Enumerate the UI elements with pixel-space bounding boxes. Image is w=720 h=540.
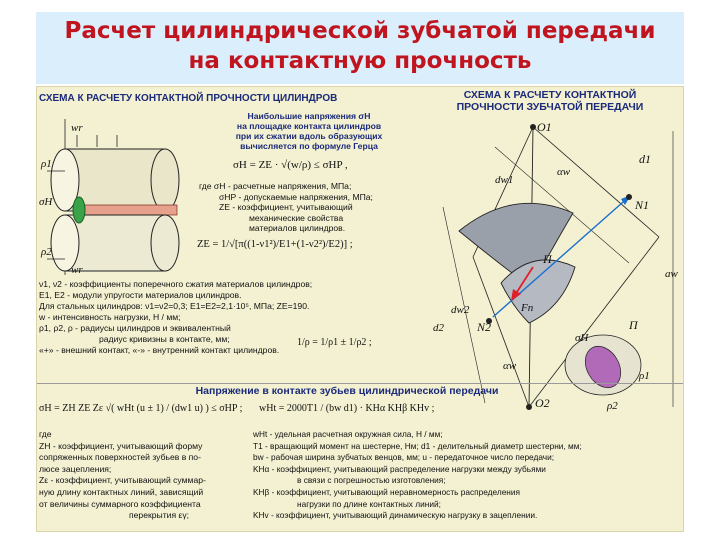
O1-label: O1 — [537, 120, 552, 134]
bottom-right-line: KHβ - коэффициент, учитывающий неравноме… — [253, 486, 521, 497]
cylinders-figure: ρ1 σH ρ2 wr wr — [39, 119, 180, 276]
alpha-w2-label: αw — [503, 360, 517, 372]
ze-formula: ZE = 1/√[π((1-ν1²)/E1+(1-ν2²)/E2)] ; — [197, 239, 353, 250]
bottom-left-line: Zε - коэффициент, учитывающий суммар- — [39, 475, 206, 486]
force-vector — [514, 266, 534, 296]
coef-line: w - интенсивность нагрузки, Н / мм; — [39, 312, 181, 322]
coef-line: радиус кривизны в контакте, мм; — [99, 334, 230, 344]
sigma-h-label: σH — [39, 196, 53, 208]
rho2-label: ρ2 — [40, 246, 52, 258]
title-line-2: на контактную прочность — [188, 48, 532, 74]
where-line: ZE - коэффициент, учитывающий — [219, 202, 353, 213]
detail-pitch-label: П — [628, 318, 639, 332]
hertz-formula: σH = ZE · √(w/ρ) ≤ σHP , — [233, 159, 348, 171]
N2-label: N2 — [476, 320, 491, 334]
bottom-left-line: от величины суммарного коэффициента — [39, 498, 201, 509]
detail-contact — [584, 345, 622, 389]
main-contact-formula: σH = ZH ZE Zε √( wHt (u ± 1) / (dw1 u) )… — [39, 403, 243, 414]
gear-mesh-figure: O1 O2 d1 dw1 dw2 d2 aw N1 N2 П Fn П ρ1 ρ… — [433, 120, 679, 412]
detail-rho2-label: ρ2 — [606, 400, 618, 412]
d1-label: d1 — [639, 152, 651, 166]
w-bottom-label: wr — [71, 264, 83, 276]
rho-formula: 1/ρ = 1/ρ1 ± 1/ρ2 ; — [297, 337, 372, 348]
left-panel-heading: СХЕМА К РАСЧЕТУ КОНТАКТНОЙ ПРОЧНОСТИ ЦИЛ… — [39, 93, 338, 104]
dw2-label: dw2 — [451, 304, 470, 316]
wht-formula: wHt = 2000T1 / (bw d1) · KHα KHβ KHv ; — [259, 403, 435, 414]
bottom-right-line: KHv - коэффициент, учитывающий динамичес… — [253, 510, 538, 521]
w-top-label: wr — [71, 122, 83, 134]
coef-line: ν1, ν2 - коэффициенты поперечного сжатия… — [39, 279, 313, 289]
bottom-right-line: bw - рабочая ширина зубчатых венцов, мм;… — [253, 452, 555, 463]
bottom-right-block: wHt - удельная расчетная окружная сила, … — [253, 429, 582, 522]
d2-label: d2 — [433, 322, 445, 334]
intro-line: при их сжатии вдоль образующих — [235, 131, 383, 141]
bottom-right-line: T1 - вращающий момент на шестерне, Нм; d… — [253, 440, 582, 451]
bottom-left-line: ZH - коэффициент, учитывающий форму — [39, 440, 203, 451]
title-line-1: Расчет цилиндрической зубчатой передачи — [64, 18, 656, 44]
aw-label: aw — [665, 268, 679, 280]
lower-cylinder — [50, 214, 180, 272]
bottom-left-line: сопряженных поверхностей зубьев в по- — [39, 452, 201, 463]
bottom-right-line: нагрузки по длине контактных линий; — [297, 498, 441, 509]
arrow-head-red — [511, 289, 521, 301]
detail-rho1-label: ρ1 — [638, 370, 650, 382]
slide-title: Расчет цилиндрической зубчатой передачи … — [36, 16, 684, 76]
divider — [37, 383, 683, 384]
where-line: σHP - допускаемые напряжения, МПа; — [219, 191, 373, 202]
upper-cylinder — [50, 148, 180, 212]
contact-patch — [76, 204, 178, 216]
bottom-heading: Напряжение в контакте зубьев цилиндричес… — [195, 385, 499, 397]
bottom-left-line: где — [39, 429, 52, 439]
intro-line: Наибольшие напряжения σH — [247, 111, 371, 121]
bottom-right-line: KHα - коэффициент, учитывающий распредел… — [253, 463, 546, 474]
pinion-tooth — [458, 202, 574, 288]
rho1-label: ρ1 — [40, 158, 52, 170]
bottom-right-line: в связи с погрешностью изготовления; — [297, 475, 446, 486]
detail-sigma-label: σH — [575, 332, 589, 344]
bottom-right-line: wHt - удельная расчетная окружная сила, … — [253, 429, 443, 439]
where-line: материалов цилиндров. — [249, 223, 346, 234]
coef-line: E1, E2 - модули упругости материалов цил… — [39, 290, 242, 300]
wheel-tooth — [500, 259, 576, 324]
coef-line: «+» - внешний контакт, «-» - внутренний … — [39, 345, 280, 355]
bottom-left-line: ную длину контактных линий, зависящий — [39, 486, 204, 497]
where-line: механические свойства — [249, 212, 344, 223]
right-heading-line: СХЕМА К РАСЧЕТУ КОНТАКТНОЙ — [463, 89, 637, 101]
pressure-ellipse — [72, 196, 86, 224]
poster: СХЕМА К РАСЧЕТУ КОНТАКТНОЙ ПРОЧНОСТИ ЦИЛ… — [36, 86, 684, 532]
coef-line: ρ1, ρ2, ρ - радиусы цилиндров и эквивале… — [39, 323, 231, 333]
dw1-label: dw1 — [495, 174, 513, 186]
bottom-left-line: люсе зацепления; — [39, 463, 112, 474]
O2-label: O2 — [535, 396, 550, 410]
where-line: где σH - расчетные напряжения, МПа; — [199, 181, 352, 191]
title-band — [36, 12, 684, 84]
alpha-w1-label: αw — [557, 166, 571, 178]
fn-label: Fn — [520, 302, 534, 314]
bottom-left-block: где ZH - коэффициент, учитывающий форму … — [39, 429, 206, 522]
where-block: где σH - расчетные напряжения, МПа; σHP … — [199, 181, 373, 234]
pitch-point-label: П — [542, 252, 553, 266]
coefficient-block: ν1, ν2 - коэффициенты поперечного сжатия… — [39, 279, 312, 356]
right-heading-line: ПРОЧНОСТИ ЗУБЧАТОЙ ПЕРЕДАЧИ — [456, 101, 644, 113]
N1-label: N1 — [634, 198, 649, 212]
bottom-left-line: перекрытия εγ; — [129, 510, 190, 521]
right-panel-heading: СХЕМА К РАСЧЕТУ КОНТАКТНОЙ ПРОЧНОСТИ ЗУБ… — [419, 89, 681, 113]
coef-line: Для стальных цилиндров: ν1=ν2=0,3; E1=E2… — [39, 301, 310, 311]
intro-line: на площадке контакта цилиндров — [236, 121, 382, 131]
intro-line: вычисляется по формуле Герца — [240, 141, 378, 151]
intro-text: Наибольшие напряжения σH на площадке кон… — [215, 111, 403, 151]
